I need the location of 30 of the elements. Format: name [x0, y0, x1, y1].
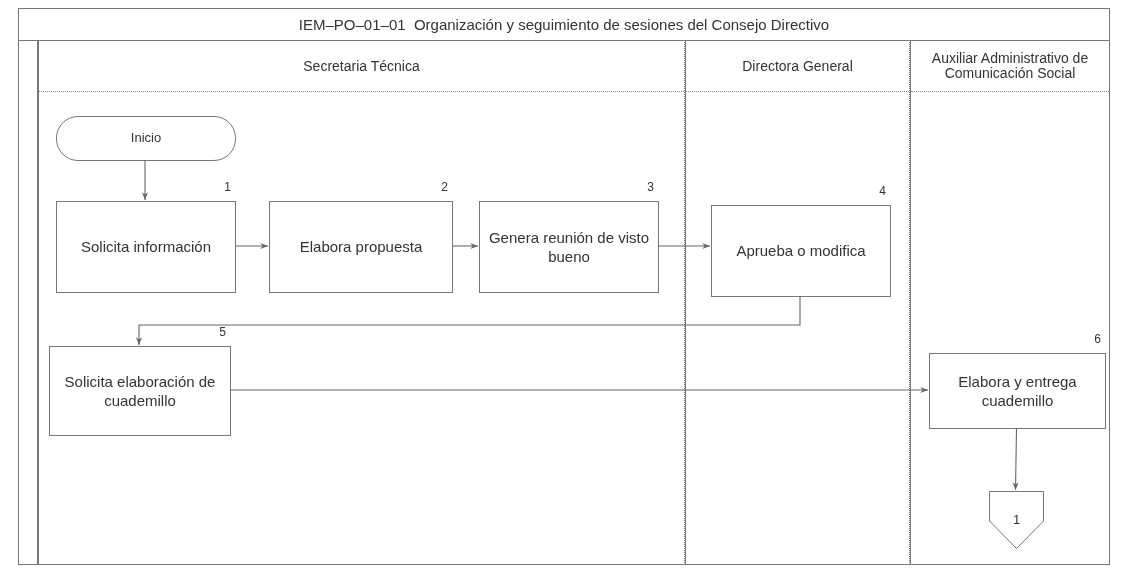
step-text: Solicita información	[80, 237, 212, 257]
step-number: 5	[219, 325, 226, 341]
step-text: Aprueba o modifica	[736, 241, 866, 261]
step-number: 4	[879, 184, 886, 200]
step-text: Elabora y entrega cuademillo	[957, 371, 1078, 411]
step-number: 3	[647, 180, 654, 196]
step-number: 1	[224, 180, 231, 196]
step-number: 6	[1094, 332, 1101, 348]
step-text: Inicio	[130, 130, 162, 147]
arrow	[141, 159, 149, 201]
arrow	[229, 386, 929, 394]
step-number: 2	[441, 180, 448, 196]
arrow	[234, 242, 269, 250]
lane-title: Auxiliar Administrativo de Comunicación Social	[930, 51, 1090, 81]
step-text: Genera reunión de visto bueno	[487, 227, 651, 267]
swimlane	[38, 40, 685, 565]
lane-title: Secretaria Técnica	[303, 58, 420, 74]
swimlane	[910, 40, 1110, 565]
step-text: Elabora propuesta	[299, 237, 423, 257]
step-text: Solicita elaboración de cuademillo	[63, 371, 217, 411]
off-page-connector	[989, 491, 1044, 549]
swimlane	[685, 40, 910, 565]
diagram-title: IEM–PO–01–01 Organización y seguimiento de sesiones del Consejo Directivo	[297, 14, 831, 35]
start-terminal	[56, 116, 236, 161]
lane-title: Directora General	[742, 58, 853, 74]
arrow	[451, 242, 479, 250]
arrow	[657, 242, 711, 250]
arrow	[135, 295, 801, 346]
connector-number: 1	[1012, 511, 1021, 529]
arrow	[1012, 427, 1019, 491]
